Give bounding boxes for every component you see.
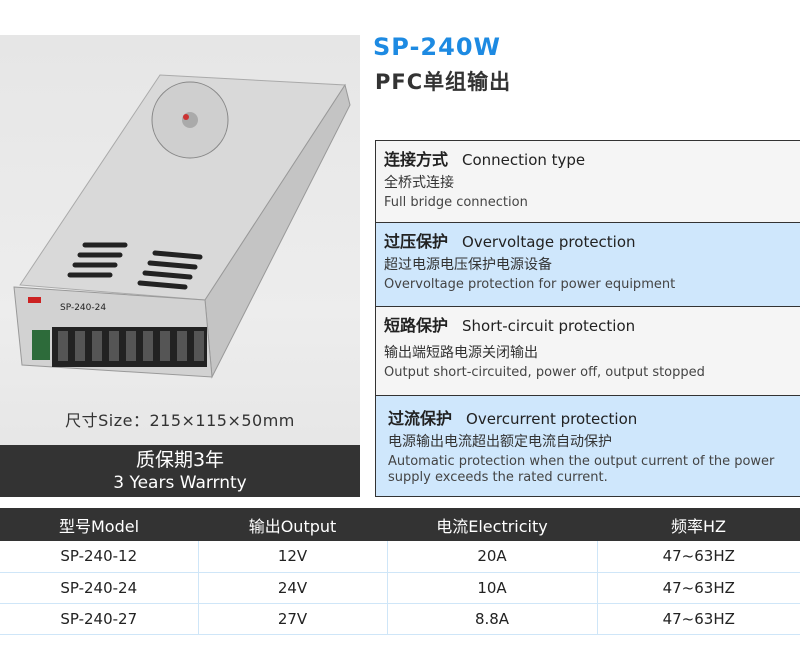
warranty-banner: 质保期3年 3 Years Warrnty <box>0 445 360 497</box>
cell-output: 12V <box>198 541 388 573</box>
feature-desc-cn: 全桥式连接 <box>384 175 454 191</box>
cell-output: 27V <box>198 603 388 635</box>
power-supply-image: SP-240-24 <box>13 74 351 379</box>
feature-title-cn: 短路保护 <box>384 316 449 335</box>
feature-desc-en: Overvoltage protection for power equipme… <box>384 277 676 292</box>
table-row: SP-240-24 24V 10A 47~63HZ <box>0 572 800 604</box>
product-model-label: SP-240-24 <box>60 303 106 313</box>
feature-desc-cn: 超过电源电压保护电源设备 <box>384 257 552 273</box>
spec-table: 型号Model 输出Output 电流Electricity 频率HZ SP-2… <box>0 508 800 635</box>
feature-title-en: Short-circuit protection <box>462 317 636 335</box>
cell-output: 24V <box>198 572 388 604</box>
feature-desc-en: Automatic protection when the output cur… <box>388 454 775 485</box>
feature-title-en: Overvoltage protection <box>462 233 636 251</box>
cell-model: SP-240-24 <box>0 572 199 604</box>
feature-desc-en: Output short-circuited, power off, outpu… <box>384 365 705 380</box>
header-output: 输出Output <box>198 508 387 541</box>
product-image-panel: SP-240-24 尺寸Size：215×115×50mm 质保期3年 3 Ye… <box>0 35 360 497</box>
cell-model: SP-240-12 <box>0 541 199 573</box>
cell-frequency: 47~63HZ <box>597 603 800 635</box>
feature-overcurrent: 过流保护 Overcurrent protection 电源输出电流超出额定电流自… <box>376 396 800 496</box>
cell-frequency: 47~63HZ <box>597 541 800 573</box>
feature-desc-cn: 输出端短路电源关闭输出 <box>384 345 538 361</box>
header-frequency: 频率HZ <box>597 508 800 541</box>
product-title: SP-240W <box>373 33 501 61</box>
cell-model: SP-240-27 <box>0 603 199 635</box>
product-subtitle: PFC单组输出 <box>375 70 512 94</box>
cell-current: 8.8A <box>387 603 598 635</box>
features-list: 连接方式 Connection type 全桥式连接 Full bridge co… <box>375 140 800 497</box>
feature-desc-cn: 电源输出电流超出额定电流自动保护 <box>388 434 612 450</box>
cell-current: 20A <box>387 541 598 573</box>
product-size: 尺寸Size：215×115×50mm <box>65 411 295 430</box>
feature-short-circuit: 短路保护 Short-circuit protection 输出端短路电源关闭输出… <box>376 307 800 396</box>
feature-title-cn: 过流保护 <box>388 409 453 428</box>
feature-title-en: Connection type <box>462 151 586 169</box>
feature-title-en: Overcurrent protection <box>466 410 638 428</box>
feature-connection-type: 连接方式 Connection type 全桥式连接 Full bridge co… <box>376 141 800 223</box>
warranty-en: 3 Years Warrnty <box>113 473 247 493</box>
feature-desc-en: Full bridge connection <box>384 195 528 210</box>
cell-frequency: 47~63HZ <box>597 572 800 604</box>
table-row: SP-240-27 27V 8.8A 47~63HZ <box>0 603 800 635</box>
header-current: 电流Electricity <box>387 508 597 541</box>
table-row: SP-240-12 12V 20A 47~63HZ <box>0 541 800 573</box>
warranty-cn: 质保期3年 <box>135 449 225 471</box>
feature-title-cn: 过压保护 <box>384 232 449 251</box>
header-model: 型号Model <box>0 508 198 541</box>
cell-current: 10A <box>387 572 598 604</box>
feature-title-cn: 连接方式 <box>384 150 449 169</box>
table-header: 型号Model 输出Output 电流Electricity 频率HZ <box>0 508 800 541</box>
